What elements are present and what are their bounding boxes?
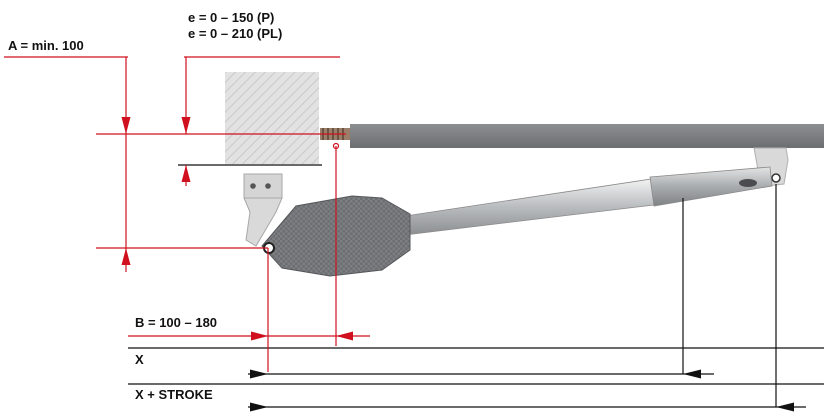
dimension-b-label: B = 100 – 180: [135, 315, 218, 330]
gate-leaf: [350, 124, 824, 148]
gate-pivot: [771, 173, 781, 183]
actuator-piston: [649, 166, 773, 207]
reference-lines: [128, 164, 824, 407]
piston-clamp: [739, 179, 757, 187]
pillar-bracket: [243, 173, 283, 247]
dimension-e-p-label: e = 0 – 150 (P): [188, 10, 275, 25]
actuator-tube: [391, 177, 663, 237]
gate-axis-marker: [332, 142, 340, 150]
dimension-lines-red: [4, 56, 370, 372]
dimension-x-label: X: [135, 352, 144, 367]
dimension-x-stroke: [248, 402, 806, 412]
dimension-arrows-red: [121, 117, 353, 341]
dimension-x: [248, 369, 714, 379]
pillar: [225, 72, 319, 164]
dimension-x-stroke-label: X + STROKE: [135, 387, 213, 402]
dimension-e-pl-label: e = 0 – 210 (PL): [188, 26, 283, 41]
dimension-a-label: A = min. 100: [8, 38, 84, 53]
